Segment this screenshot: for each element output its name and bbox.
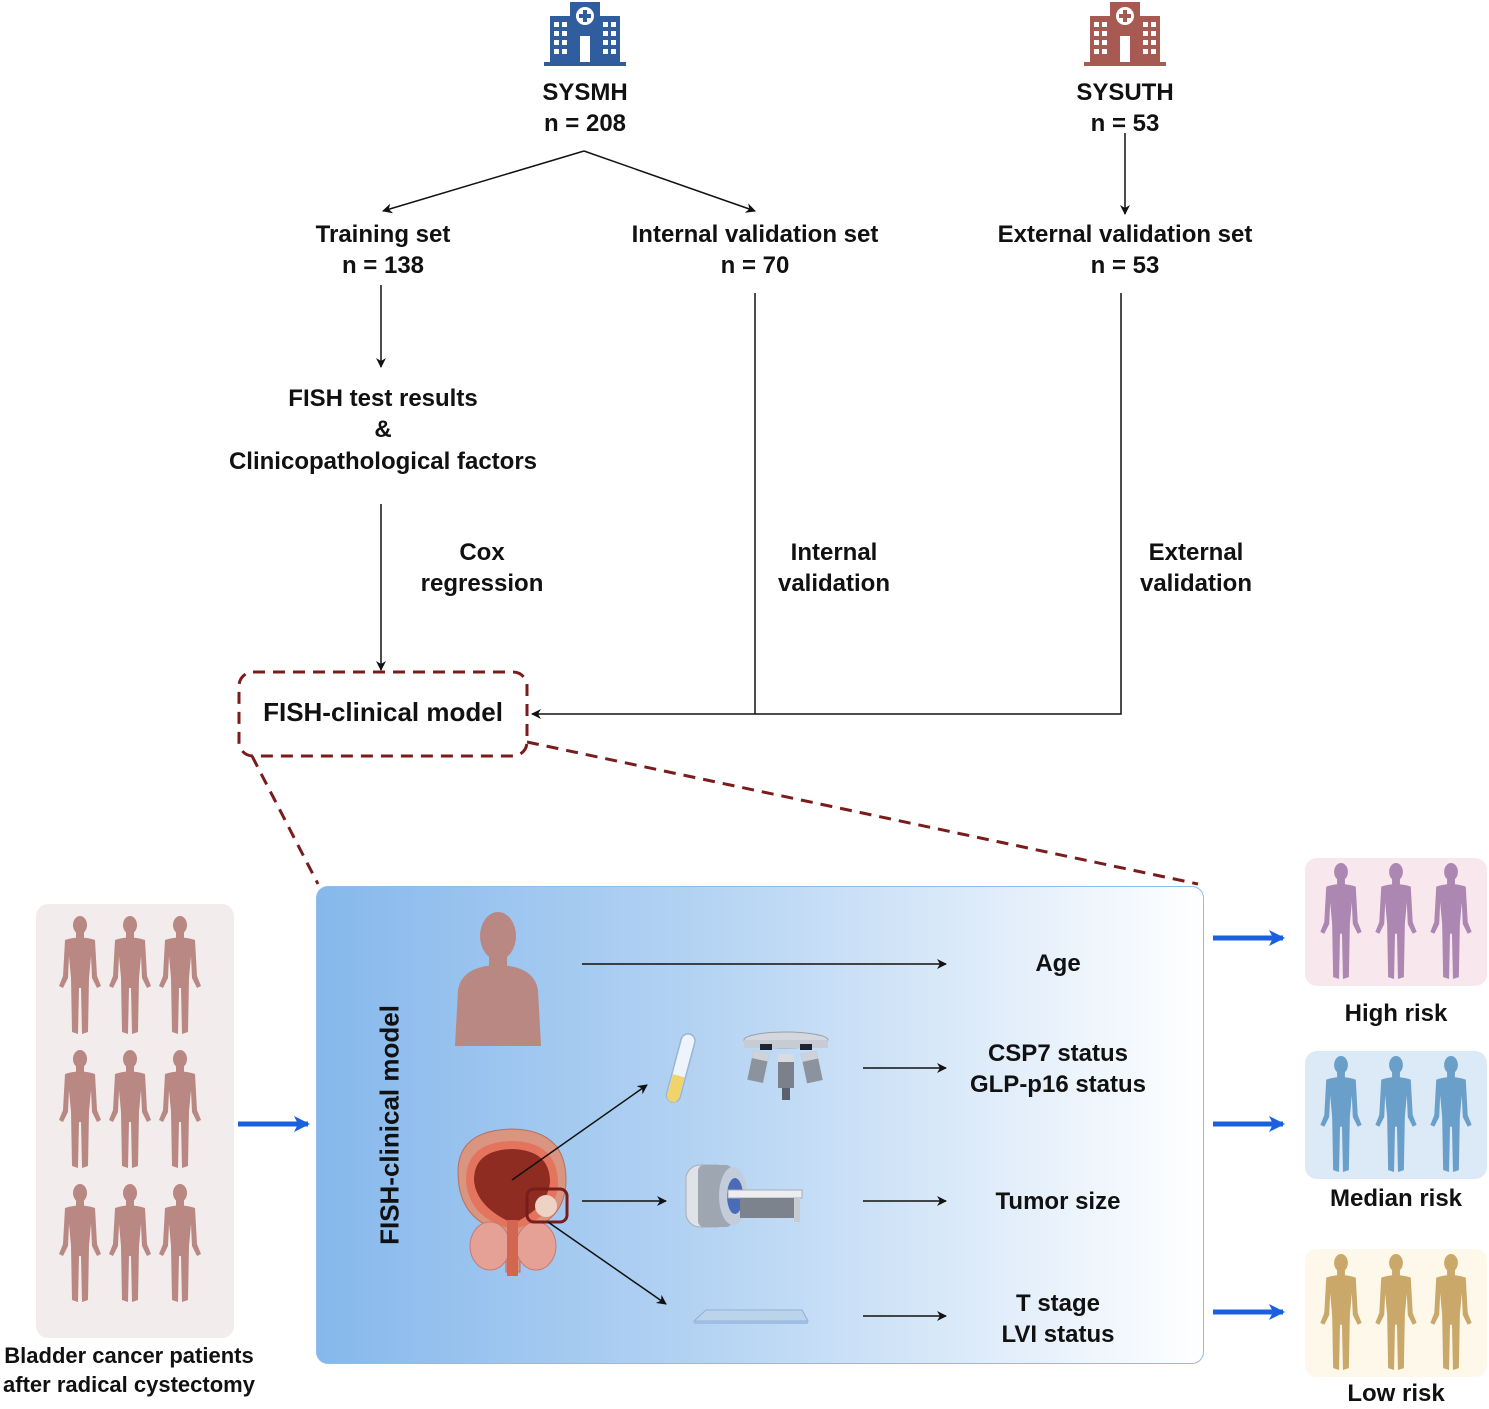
person-figure-icon bbox=[109, 1050, 151, 1168]
zoom-line-right bbox=[526, 740, 1199, 886]
hospital-count-sysmh: n = 208 bbox=[543, 110, 627, 137]
person-figure-icon bbox=[1320, 1056, 1362, 1173]
risk-label-high: High risk bbox=[1344, 1000, 1448, 1027]
edge-label-cox-2: regression bbox=[420, 570, 544, 597]
factors-line-3: Clinicopathological factors bbox=[228, 448, 538, 475]
edge-label-external-1: External bbox=[1148, 539, 1244, 566]
external-set-title: External validation set bbox=[997, 221, 1253, 248]
person-figure-icon bbox=[1430, 1056, 1472, 1173]
variable-glp-p16: GLP-p16 status bbox=[969, 1071, 1147, 1098]
bladder-icon bbox=[457, 1128, 569, 1276]
arrow-bladder-slide bbox=[547, 1221, 667, 1305]
hospital-name-sysmh: SYSMH bbox=[542, 79, 628, 106]
hospital-name-sysuth: SYSUTH bbox=[1076, 79, 1174, 106]
model-box-label: FISH-clinical model bbox=[263, 697, 503, 727]
person-figure-icon bbox=[159, 1184, 201, 1302]
variable-t-stage: T stage bbox=[1015, 1290, 1101, 1317]
glass-slide-icon bbox=[692, 1309, 809, 1324]
person-figure-icon bbox=[159, 1050, 201, 1168]
line-external-validation bbox=[755, 293, 1122, 715]
external-set-count: n = 53 bbox=[1090, 252, 1160, 279]
person-figure-icon bbox=[59, 916, 101, 1034]
person-figure-icon bbox=[109, 916, 151, 1034]
microscope-icon bbox=[743, 1031, 829, 1100]
hospital-icon bbox=[1084, 2, 1166, 66]
patients-caption-1: Bladder cancer patients bbox=[4, 1343, 254, 1368]
edge-label-internal-2: validation bbox=[777, 570, 891, 597]
edge-label-cox-1: Cox bbox=[459, 539, 505, 566]
variable-csp7: CSP7 status bbox=[987, 1040, 1129, 1067]
person-figure-icon bbox=[59, 1050, 101, 1168]
person-figure-icon bbox=[59, 1184, 101, 1302]
internal-set-title: Internal validation set bbox=[631, 221, 879, 248]
patients-caption-2: after radical cystectomy bbox=[3, 1372, 255, 1397]
training-set-count: n = 138 bbox=[341, 252, 425, 279]
person-figure-icon bbox=[159, 916, 201, 1034]
internal-set-count: n = 70 bbox=[720, 252, 790, 279]
test-tube-icon bbox=[665, 1033, 696, 1103]
person-figure-icon bbox=[1375, 1254, 1417, 1371]
edge-label-internal-1: Internal bbox=[790, 539, 878, 566]
ct-scanner-icon bbox=[685, 1164, 803, 1228]
person-figure-icon bbox=[1375, 1056, 1417, 1173]
person-figure-icon bbox=[1430, 1254, 1472, 1371]
split-arrow-internal bbox=[583, 150, 756, 213]
variable-tumor-size: Tumor size bbox=[995, 1188, 1121, 1215]
human-torso-icon bbox=[455, 912, 541, 1046]
hospital-count-sysuth: n = 53 bbox=[1090, 110, 1160, 137]
person-figure-icon bbox=[1320, 1254, 1362, 1371]
risk-label-low: Low risk bbox=[1347, 1380, 1445, 1407]
factors-line-1: FISH test results bbox=[288, 385, 478, 412]
model-box-border bbox=[237, 670, 529, 758]
risk-label-median: Median risk bbox=[1329, 1185, 1463, 1212]
variable-age: Age bbox=[1035, 950, 1081, 977]
arrow-bladder-tube bbox=[511, 1084, 648, 1181]
variable-lvi: LVI status bbox=[1001, 1321, 1115, 1348]
split-arrow-training bbox=[382, 150, 585, 214]
model-panel bbox=[316, 886, 1204, 1364]
person-figure-icon bbox=[1375, 863, 1417, 980]
person-figure-icon bbox=[109, 1184, 151, 1302]
person-figure-icon bbox=[1430, 863, 1472, 980]
factors-line-2: & bbox=[374, 416, 392, 443]
hospital-icon bbox=[544, 2, 626, 66]
zoom-line-left bbox=[250, 755, 320, 885]
edge-label-external-2: validation bbox=[1139, 570, 1253, 597]
person-figure-icon bbox=[1320, 863, 1362, 980]
training-set-title: Training set bbox=[315, 221, 451, 248]
